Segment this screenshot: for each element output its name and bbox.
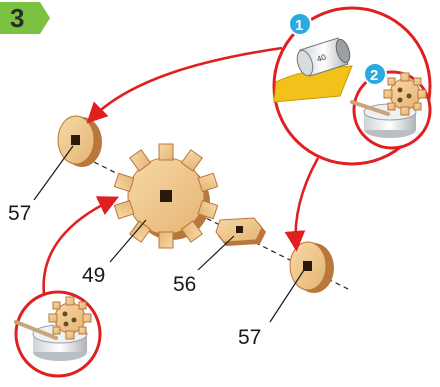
small-gear-icon: [383, 72, 427, 116]
label-disk-left: 57: [8, 202, 31, 225]
gear-icon: [113, 143, 219, 249]
tape-roll-icon: 40: [296, 37, 351, 77]
callout-1: 1: [288, 12, 312, 36]
small-gear-icon: [48, 296, 92, 340]
step-number: 3: [10, 3, 24, 33]
leader-disk-left: [33, 145, 74, 201]
assembly-axis: [69, 149, 351, 291]
detail-circle: 40 1: [272, 6, 432, 166]
disk-left: [57, 115, 102, 167]
step-badge-shape: [0, 2, 50, 34]
glue-pot-detail: 2: [350, 62, 432, 150]
leader-disk-right: [269, 269, 305, 323]
label-disk-right: 57: [238, 326, 261, 349]
label-connector: 56: [173, 273, 196, 296]
glue-pot-detail-bottom: [14, 290, 102, 378]
connector-piece: [215, 217, 266, 246]
label-gear: 49: [82, 264, 105, 287]
arrow-to-right-disk: [284, 157, 320, 252]
arrow-icon: [42, 46, 320, 295]
svg-text:1: 1: [295, 17, 303, 34]
glue-sheet: [273, 65, 353, 103]
leader-gear: [109, 219, 147, 263]
callout-2: 2: [363, 62, 387, 86]
step-badge: 3: [0, 2, 50, 34]
svg-text:2: 2: [370, 67, 378, 84]
leader-connector: [197, 235, 235, 271]
arrow-to-left-disk: [86, 46, 283, 124]
tape-label: 40: [316, 52, 328, 63]
disk-right: [289, 241, 334, 293]
arrow-to-gear: [42, 196, 120, 295]
